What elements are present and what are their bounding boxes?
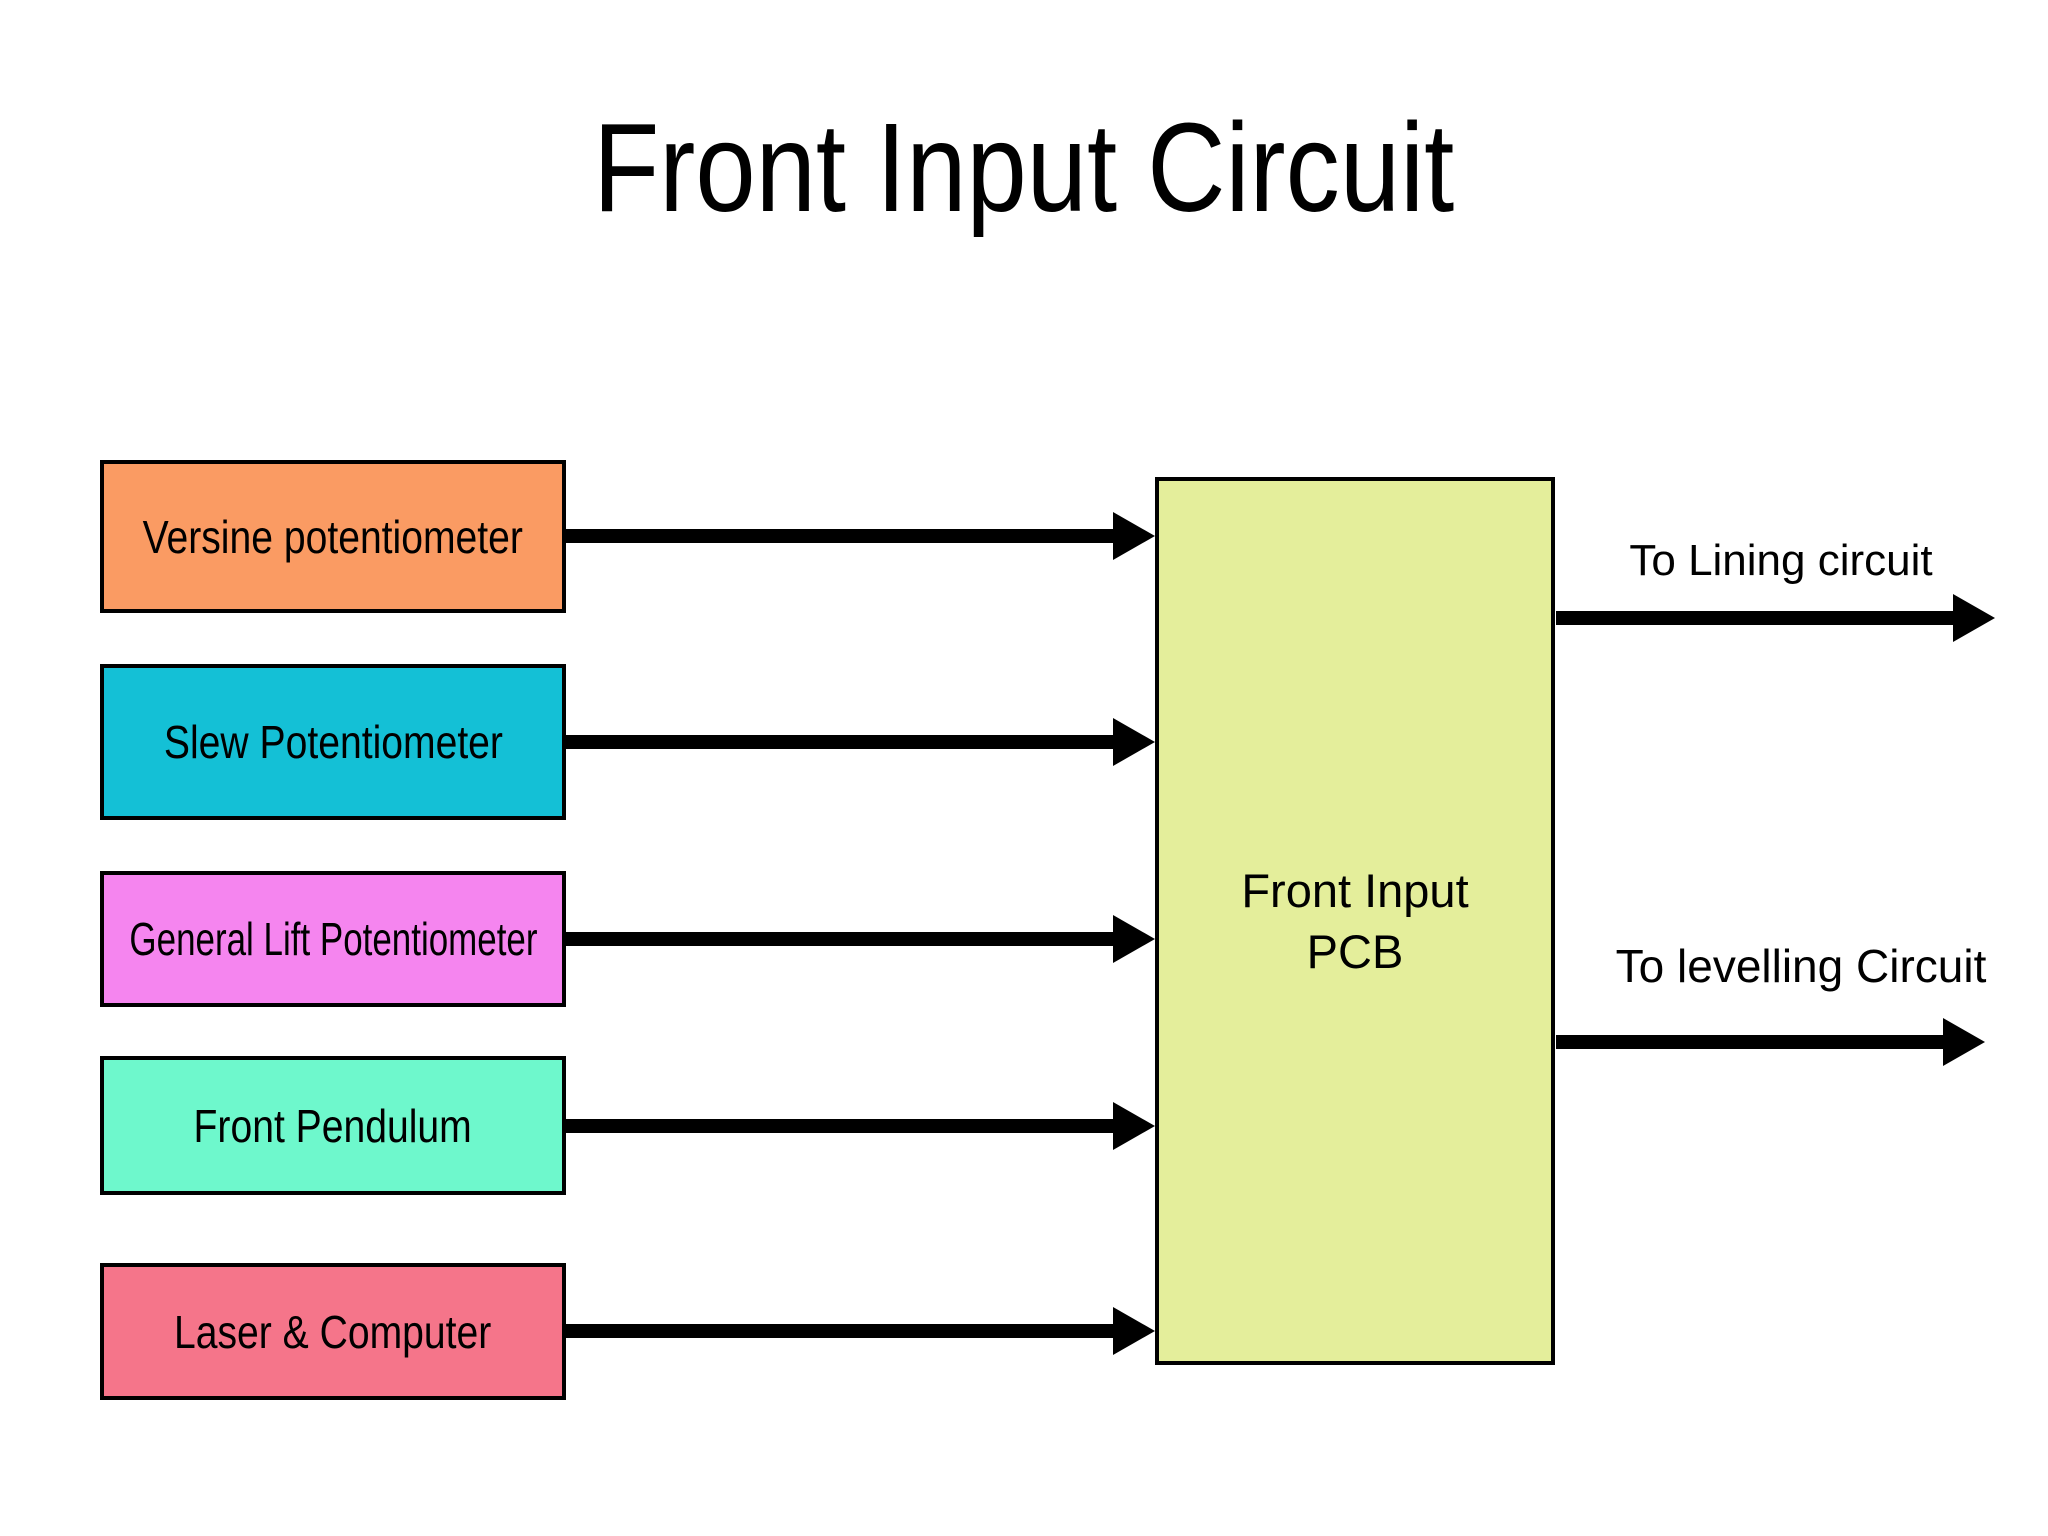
pcb-box: Front Input PCB bbox=[1155, 477, 1555, 1365]
arrow-head bbox=[1113, 1102, 1155, 1150]
input-box-label: Slew Potentiometer bbox=[163, 716, 503, 768]
output-label-lining-circuit: To Lining circuit bbox=[1629, 536, 1933, 585]
arrow-shaft bbox=[1556, 611, 1955, 625]
arrow-head bbox=[1113, 915, 1155, 963]
diagram-title-text: Front Input Circuit bbox=[593, 97, 1455, 238]
arrow-head bbox=[1943, 1018, 1985, 1066]
arrow-head bbox=[1113, 512, 1155, 560]
arrow-shaft bbox=[566, 932, 1118, 946]
input-box-slew-potentiometer: Slew Potentiometer bbox=[100, 664, 566, 820]
input-box-label: General Lift Potentiometer bbox=[128, 913, 538, 965]
input-box-laser-computer: Laser & Computer bbox=[100, 1263, 566, 1400]
arrow-shaft bbox=[566, 529, 1118, 543]
arrow-shaft bbox=[566, 735, 1118, 749]
arrow-head bbox=[1113, 718, 1155, 766]
arrow-shaft bbox=[566, 1324, 1118, 1338]
arrow-head bbox=[1113, 1307, 1155, 1355]
input-box-label: Versine potentiometer bbox=[142, 510, 524, 563]
input-box-label: Front Pendulum bbox=[193, 1099, 473, 1152]
arrow-shaft bbox=[566, 1119, 1118, 1133]
input-box-front-pendulum: Front Pendulum bbox=[100, 1056, 566, 1195]
input-box-general-lift-potentiometer: General Lift Potentiometer bbox=[100, 871, 566, 1007]
input-box-versine-potentiometer: Versine potentiometer bbox=[100, 460, 566, 613]
arrow-head bbox=[1953, 594, 1995, 642]
diagram-title: Front Input Circuit bbox=[0, 96, 2048, 241]
input-box-label: Laser & Computer bbox=[174, 1305, 492, 1358]
arrow-shaft bbox=[1556, 1035, 1945, 1049]
pcb-box-label: Front Input PCB bbox=[1241, 863, 1469, 978]
output-label-levelling-circuit: To levelling Circuit bbox=[1615, 940, 1987, 992]
